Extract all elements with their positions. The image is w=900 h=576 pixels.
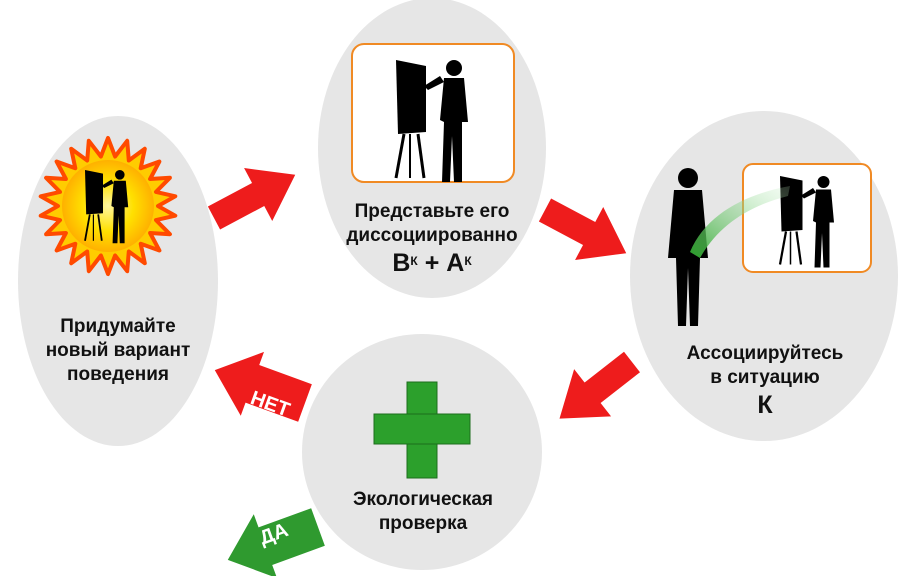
arrow-invent-to-imagine [207, 168, 296, 230]
label-ecology: Экологическая проверка [318, 488, 528, 536]
formula-a: А [446, 249, 465, 277]
label-imagine-line1: Представьте его [354, 201, 510, 222]
formula-b: В [392, 249, 411, 277]
sun-icon [38, 136, 178, 276]
label-associate-line3: К [757, 391, 773, 419]
arrow-imagine-to-associate [538, 198, 627, 260]
label-imagine-line2: диссоциированно [346, 225, 518, 246]
formula-k2: К [464, 254, 472, 268]
arrow-associate-to-ecology [559, 351, 641, 419]
label-invent-line2: новый вариант [45, 340, 191, 361]
label-associate-line1: Ассоциируйтесь [686, 343, 844, 364]
arrow-yes [227, 508, 325, 576]
label-ecology-line1: Экологическая [352, 489, 493, 510]
label-ecology-line2: проверка [378, 513, 468, 534]
label-invent-line1: Придумайте [60, 316, 176, 337]
arrow-no [214, 351, 312, 422]
frame-imagine [351, 43, 515, 183]
label-imagine-formula: ВК + АК [322, 248, 542, 278]
frame-associate [742, 163, 872, 273]
green-plus-icon [373, 381, 471, 479]
sun-core [62, 160, 154, 252]
label-imagine: Представьте его диссоциированно ВК + АК [322, 200, 542, 278]
label-associate: Ассоциируйтесь в ситуацию К [650, 342, 880, 420]
label-invent-line3: поведения [67, 364, 169, 385]
formula-plus: + [424, 249, 440, 277]
dissociation-swoosh [690, 186, 790, 258]
label-associate-line2: в ситуацию [710, 367, 820, 388]
label-invent: Придумайте новый вариант поведения [18, 315, 218, 387]
formula-k1: К [410, 254, 418, 268]
